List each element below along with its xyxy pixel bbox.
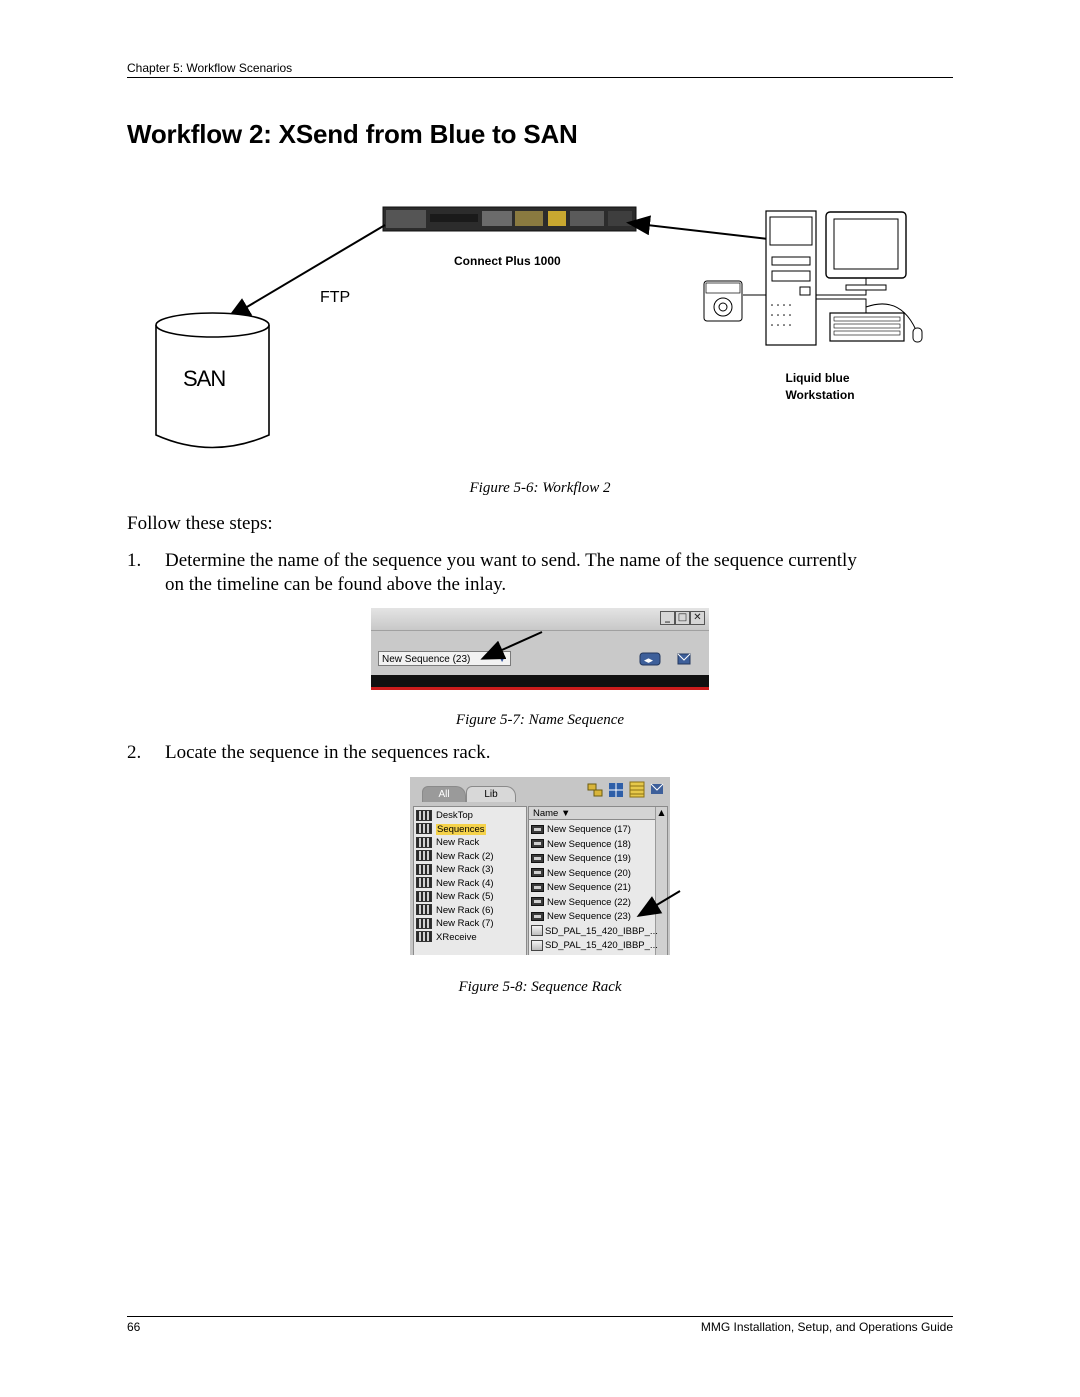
sequence-rack-screenshot: All Lib DeskTop Sequences New Rack New R…: [410, 777, 670, 955]
step-text: Determine the name of the sequence you w…: [165, 550, 857, 571]
mail-icon[interactable]: [677, 653, 691, 665]
rack-icon: [416, 823, 432, 835]
list-item[interactable]: New Sequence (22): [531, 896, 631, 909]
figure-caption: Figure 5-7: Name Sequence: [455, 712, 625, 728]
maximize-button[interactable]: □: [675, 611, 690, 625]
page-number: 66: [127, 1320, 141, 1334]
scrollbar[interactable]: ▲: [655, 807, 667, 955]
step-number: 1.: [127, 550, 142, 571]
sequence-icon: [531, 824, 544, 834]
clip-icon: [531, 939, 543, 951]
rack-icon: [416, 850, 432, 862]
list-item[interactable]: SD_PAL_15_420_IBBP_...: [531, 939, 658, 952]
workflow-diagram: [155, 206, 923, 449]
rack-icon: [416, 904, 432, 916]
chapter-header: Chapter 5: Workflow Scenarios: [127, 61, 293, 75]
name-sequence-screenshot: _ □ ✕ New Sequence (23) ▼ ◂▸: [371, 608, 709, 690]
step-number: 2.: [127, 742, 142, 763]
title-bar: _ □ ✕: [371, 608, 709, 631]
rack-icon: [416, 836, 432, 848]
figure-caption: Figure 5-6: Workflow 2: [469, 480, 611, 496]
san-label: SAN: [183, 366, 226, 391]
ftp-label: FTP: [320, 289, 351, 306]
footer-rule: [127, 1316, 953, 1317]
list-item[interactable]: New Sequence (20): [531, 867, 631, 880]
workstation-tower-icon: [765, 210, 817, 346]
sequence-icon: [531, 882, 544, 892]
rack-item[interactable]: New Rack (6): [416, 904, 494, 917]
sequence-icon: [531, 868, 544, 878]
list-item[interactable]: New Sequence (17): [531, 823, 631, 836]
monitor-icon: [825, 211, 907, 291]
close-button[interactable]: ✕: [690, 611, 705, 625]
rack-item[interactable]: New Rack (2): [416, 850, 494, 863]
pointer-arrow: [636, 890, 681, 918]
rack-item[interactable]: New Rack (7): [416, 917, 494, 930]
device-label: Connect Plus 1000: [454, 254, 561, 268]
intro-text: Follow these steps:: [127, 513, 273, 534]
sort-arrow-icon: ▼: [560, 808, 571, 819]
rack-item[interactable]: New Rack: [416, 836, 479, 849]
scroll-up-icon[interactable]: ▲: [658, 808, 665, 817]
sequence-list: Name ▼ ▲ New Sequence (17) New Sequence …: [528, 806, 668, 955]
rack-icon: [416, 877, 432, 889]
tab-all[interactable]: All: [422, 786, 466, 802]
rack-icon: [416, 863, 432, 875]
pointer-arrow: [480, 631, 543, 660]
rack-tree: DeskTop Sequences New Rack New Rack (2) …: [413, 806, 527, 955]
rack-icon: [416, 931, 432, 943]
list-item[interactable]: New Sequence (23): [531, 910, 631, 923]
rack-toolbar: [587, 781, 664, 798]
mouse-icon: [912, 327, 923, 343]
minimize-button[interactable]: _: [660, 611, 675, 625]
sequence-icon: [531, 853, 544, 863]
list-item[interactable]: New Sequence (21): [531, 881, 631, 894]
workstation-label-line2: Workstation: [785, 388, 855, 402]
connect-plus-server-icon: [382, 206, 637, 232]
sequence-icon: [531, 839, 544, 849]
sequence-icon: [531, 911, 544, 921]
sequence-icon: [531, 897, 544, 907]
step-text: Locate the sequence in the sequences rac…: [165, 742, 491, 763]
rack-icon: [416, 890, 432, 902]
grid-view-icon: [609, 783, 623, 797]
rack-item[interactable]: New Rack (5): [416, 890, 494, 903]
rack-item-selected[interactable]: Sequences: [416, 823, 486, 836]
list-item[interactable]: SD_PAL_15_420_IBBP_...: [531, 925, 658, 938]
timeline-strip: [371, 675, 709, 687]
rack-item[interactable]: New Rack (3): [416, 863, 494, 876]
new-rack-icon: [587, 783, 603, 797]
rack-item[interactable]: DeskTop: [416, 809, 473, 822]
step-text-continued: on the timeline can be found above the i…: [165, 574, 507, 595]
rack-icon: [416, 917, 432, 929]
clip-icon: [531, 925, 543, 937]
page-title: Workflow 2: XSend from Blue to SAN: [127, 119, 578, 149]
guide-title: MMG Installation, Setup, and Operations …: [700, 1320, 953, 1334]
svg-text:◂▸: ◂▸: [644, 656, 654, 666]
list-view-icon: [629, 781, 645, 798]
workstation-label-line1: Liquid blue: [785, 371, 850, 385]
control-device-icon: [703, 280, 743, 322]
xsend-icon[interactable]: ◂▸: [639, 651, 663, 667]
figure-caption: Figure 5-8: Sequence Rack: [458, 979, 622, 995]
rack-icon: [416, 809, 432, 821]
rack-item[interactable]: New Rack (4): [416, 877, 494, 890]
rack-item[interactable]: XReceive: [416, 931, 477, 944]
san-storage-icon: [155, 312, 270, 449]
name-column-header[interactable]: Name ▼: [529, 807, 655, 820]
tab-lib[interactable]: Lib: [466, 786, 516, 802]
list-item[interactable]: New Sequence (18): [531, 838, 631, 851]
keyboard-icon: [829, 312, 905, 342]
mail-icon: [650, 783, 664, 794]
header-rule: [127, 77, 953, 78]
list-item[interactable]: New Sequence (19): [531, 852, 631, 865]
sequence-name-value: New Sequence (23): [382, 654, 471, 665]
